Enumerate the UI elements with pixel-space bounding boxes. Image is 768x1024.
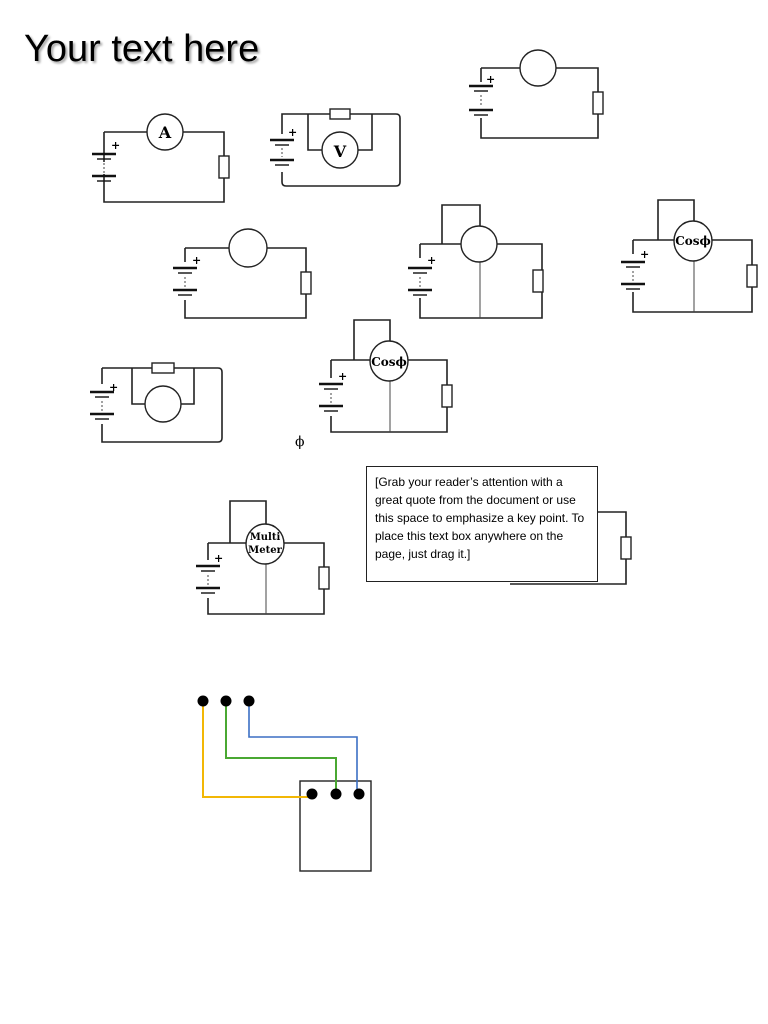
svg-text:+: + <box>427 254 436 267</box>
pull-quote-text-box[interactable]: [Grab your reader’s attention with a gre… <box>366 466 598 582</box>
svg-text:+: + <box>338 370 347 383</box>
multimeter-label-line1: Multi <box>250 532 281 543</box>
svg-text:+: + <box>109 381 118 394</box>
cosphi-meter-icon <box>673 220 713 262</box>
ammeter-icon <box>146 113 184 151</box>
page-title[interactable]: Your text here <box>24 28 260 70</box>
resistor <box>151 362 175 374</box>
cosphi-circuit-right[interactable]: + Cosϕ <box>621 199 758 313</box>
ammeter-label: A <box>158 123 172 142</box>
resistor <box>746 264 758 288</box>
cosphi-meter-icon <box>369 340 409 382</box>
partial-circuit-behind-quote[interactable] <box>510 511 632 585</box>
svg-text:+: + <box>192 254 201 267</box>
meter-icon <box>460 225 498 263</box>
multimeter-circuit[interactable]: + Multi Meter <box>196 500 330 615</box>
svg-text:+: + <box>288 126 297 139</box>
voltmeter-circuit[interactable]: + V <box>270 108 401 187</box>
ammeter-circuit[interactable]: + A <box>92 113 230 203</box>
cosphi-label: Cosϕ <box>371 355 407 369</box>
meter-icon <box>228 228 268 268</box>
phi-symbol: ϕ <box>295 434 305 450</box>
terminal-dot <box>243 695 255 707</box>
blue-wire <box>248 701 358 793</box>
meter-icon <box>519 49 557 87</box>
green-wire <box>225 701 337 793</box>
resistor <box>620 536 632 560</box>
resistor <box>218 155 230 179</box>
resistor <box>592 91 604 115</box>
resistor <box>329 108 351 120</box>
terminal-dot <box>306 788 318 800</box>
cosphi-circuit-center[interactable]: + Cosϕ <box>319 319 453 433</box>
resistor <box>532 269 544 293</box>
multimeter-label-line2: Meter <box>248 545 282 556</box>
terminal-dot <box>353 788 365 800</box>
svg-text:+: + <box>214 552 223 565</box>
resistor <box>318 566 330 590</box>
meter-parallel-circuit[interactable]: + <box>90 362 223 443</box>
resistor <box>441 384 453 408</box>
resistor <box>300 271 312 295</box>
voltmeter-icon <box>321 131 359 169</box>
svg-text:+: + <box>486 73 495 86</box>
meter-circuit-top-right[interactable]: + <box>469 49 604 139</box>
meter-circuit-middle-left[interactable]: + <box>173 228 312 319</box>
meter-icon <box>144 385 182 423</box>
voltmeter-label: V <box>333 142 347 161</box>
terminal-dot <box>197 695 209 707</box>
terminal-dot <box>220 695 232 707</box>
terminal-dot <box>330 788 342 800</box>
meter-circuit-branch[interactable]: + <box>408 204 544 319</box>
svg-text:+: + <box>640 248 649 261</box>
wiring-diagram[interactable] <box>197 695 372 872</box>
yellow-wire <box>202 701 312 798</box>
multimeter-icon <box>245 523 285 565</box>
cosphi-label: Cosϕ <box>675 234 711 248</box>
plus-sign: + <box>111 139 120 152</box>
